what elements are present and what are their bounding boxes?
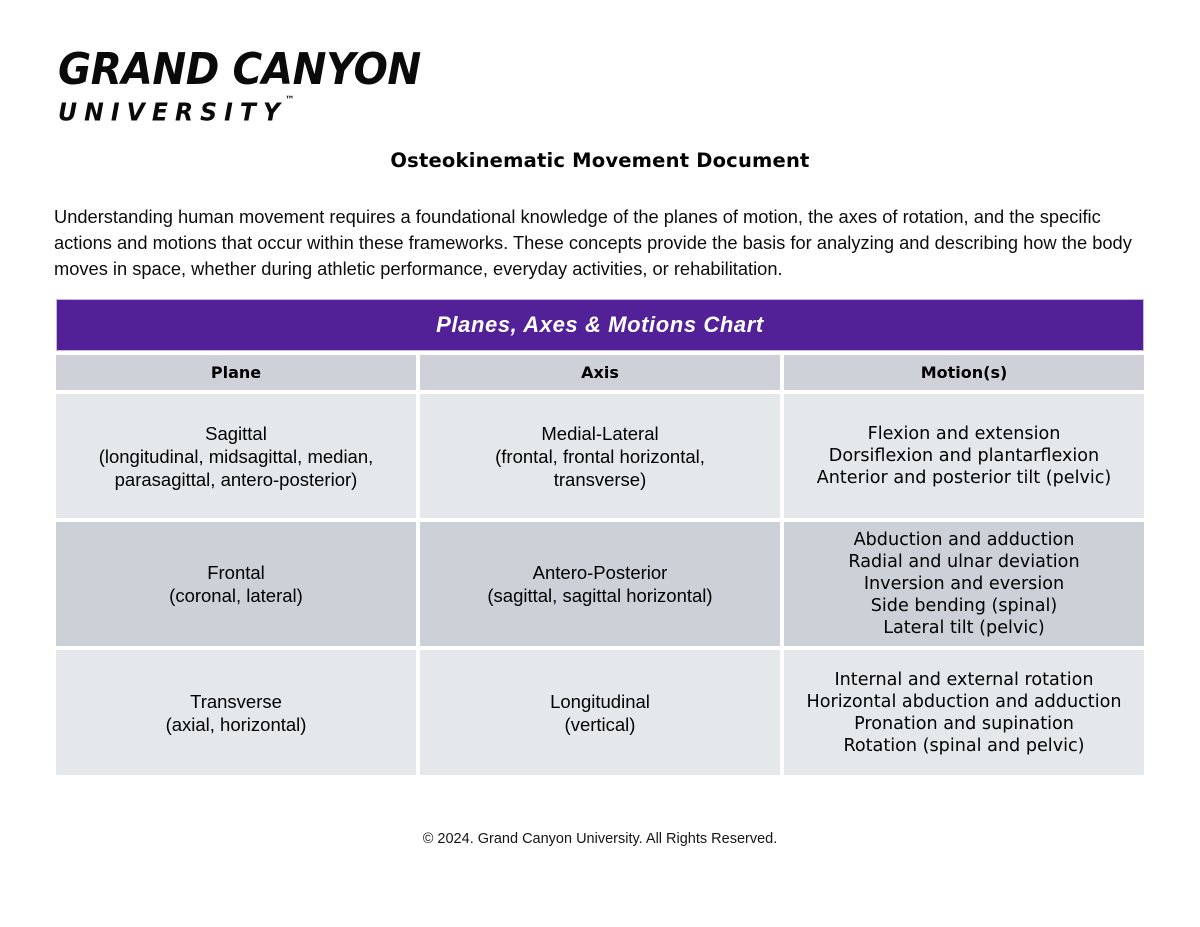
text-line: transverse)	[553, 468, 647, 490]
chart-banner: Planes, Axes & Motions Chart	[56, 299, 1144, 351]
cell-plane: Sagittal (longitudinal, midsagittal, med…	[56, 394, 416, 518]
table-row: Sagittal (longitudinal, midsagittal, med…	[56, 394, 1144, 518]
planes-axes-motions-chart: Planes, Axes & Motions Chart Plane Axis …	[56, 299, 1144, 775]
gcu-logo: GRAND CANYON UNIVERSITY™	[58, 44, 421, 127]
table-header-row: Plane Axis Motion(s)	[56, 355, 1144, 390]
text-line: Transverse	[190, 690, 282, 712]
text-line: (axial, horizontal)	[165, 713, 307, 735]
table-row: Frontal (coronal, lateral) Antero-Poster…	[56, 522, 1144, 646]
trademark-icon: ™	[285, 95, 295, 106]
page-title: Osteokinematic Movement Document	[390, 149, 810, 172]
column-header-axis: Axis	[420, 355, 780, 390]
text-line: parasagittal, antero-posterior)	[114, 468, 358, 490]
cell-axis: Longitudinal (vertical)	[420, 650, 780, 775]
text-line: Internal and external rotation	[834, 669, 1094, 690]
motions-lines: Abduction and adduction Radial and ulnar…	[848, 529, 1079, 639]
column-header-plane: Plane	[56, 355, 416, 390]
text-line: Radial and ulnar deviation	[848, 552, 1080, 572]
text-line: Flexion and extension	[867, 424, 1061, 444]
text-line: Inversion and eversion	[863, 574, 1065, 594]
text-line: (sagittal, sagittal horizontal)	[487, 585, 713, 606]
text-line: Antero-Posterior	[532, 562, 668, 583]
text-line: Dorsiflexion and plantarflexion	[828, 446, 1100, 466]
cell-motions: Abduction and adduction Radial and ulnar…	[784, 522, 1144, 646]
axis-lines: Medial-Lateral (frontal, frontal horizon…	[495, 422, 705, 491]
text-line: (vertical)	[564, 713, 636, 735]
motions-lines: Flexion and extension Dorsiflexion and p…	[817, 423, 1112, 489]
text-line: Rotation (spinal and pelvic)	[843, 735, 1085, 756]
cell-axis: Medial-Lateral (frontal, frontal horizon…	[420, 394, 780, 518]
cell-plane: Transverse (axial, horizontal)	[56, 650, 416, 775]
logo-wordmark-primary: GRAND CANYON	[58, 44, 421, 95]
cell-axis: Antero-Posterior (sagittal, sagittal hor…	[420, 522, 780, 646]
text-line: (coronal, lateral)	[169, 585, 303, 606]
axis-lines: Antero-Posterior (sagittal, sagittal hor…	[487, 561, 712, 607]
cell-motions: Internal and external rotation Horizonta…	[784, 650, 1144, 775]
text-line: Abduction and adduction	[853, 530, 1075, 550]
text-line: (frontal, frontal horizontal,	[495, 445, 705, 467]
cell-motions: Flexion and extension Dorsiflexion and p…	[784, 394, 1144, 518]
plane-lines: Sagittal (longitudinal, midsagittal, med…	[99, 422, 374, 491]
text-line: Anterior and posterior tilt (pelvic)	[816, 468, 1112, 488]
text-line: Sagittal	[205, 422, 267, 444]
logo-wordmark-secondary: UNIVERSITY™	[58, 94, 368, 127]
chart-banner-title: Planes, Axes & Motions Chart	[436, 312, 764, 337]
column-header-motions: Motion(s)	[784, 355, 1144, 390]
text-line: Longitudinal	[550, 690, 650, 712]
cell-plane: Frontal (coronal, lateral)	[56, 522, 416, 646]
motions-lines: Internal and external rotation Horizonta…	[807, 669, 1122, 757]
logo-university-text: UNIVERSITY	[58, 97, 288, 127]
text-line: Lateral tilt (pelvic)	[883, 618, 1045, 638]
axis-lines: Longitudinal (vertical)	[550, 690, 650, 736]
text-line: Pronation and supination	[854, 713, 1074, 734]
text-line: Frontal	[207, 562, 265, 583]
plane-lines: Frontal (coronal, lateral)	[169, 561, 303, 607]
text-line: Side bending (spinal)	[870, 596, 1058, 616]
text-line: Horizontal abduction and adduction	[806, 691, 1122, 712]
footer-copyright: © 2024. Grand Canyon University. All Rig…	[422, 831, 778, 847]
intro-paragraph: Understanding human movement requires a …	[54, 206, 1132, 280]
plane-lines: Transverse (axial, horizontal)	[166, 690, 307, 736]
text-line: Medial-Lateral	[541, 422, 659, 444]
table-row: Transverse (axial, horizontal) Longitudi…	[56, 650, 1144, 775]
text-line: (longitudinal, midsagittal, median,	[98, 445, 374, 467]
